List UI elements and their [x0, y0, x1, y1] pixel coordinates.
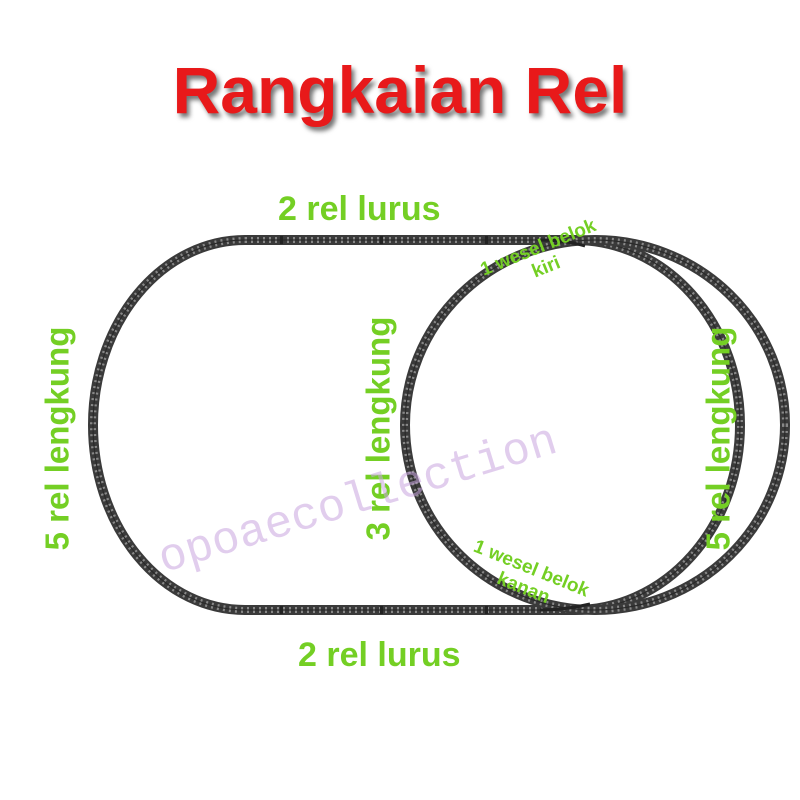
- label-right-curve: 5 rel lengkung: [699, 326, 737, 551]
- label-bottom-straight: 2 rel lurus: [298, 636, 461, 674]
- switch-bottom: [539, 602, 591, 612]
- inner-loop-track: [400, 235, 790, 615]
- switch-top: [539, 238, 586, 248]
- label-top-straight: 2 rel lurus: [278, 190, 441, 228]
- page-title: Rangkaian Rel: [172, 53, 628, 127]
- track-joints: [280, 236, 488, 614]
- label-left-curve: 5 rel lengkung: [38, 326, 76, 551]
